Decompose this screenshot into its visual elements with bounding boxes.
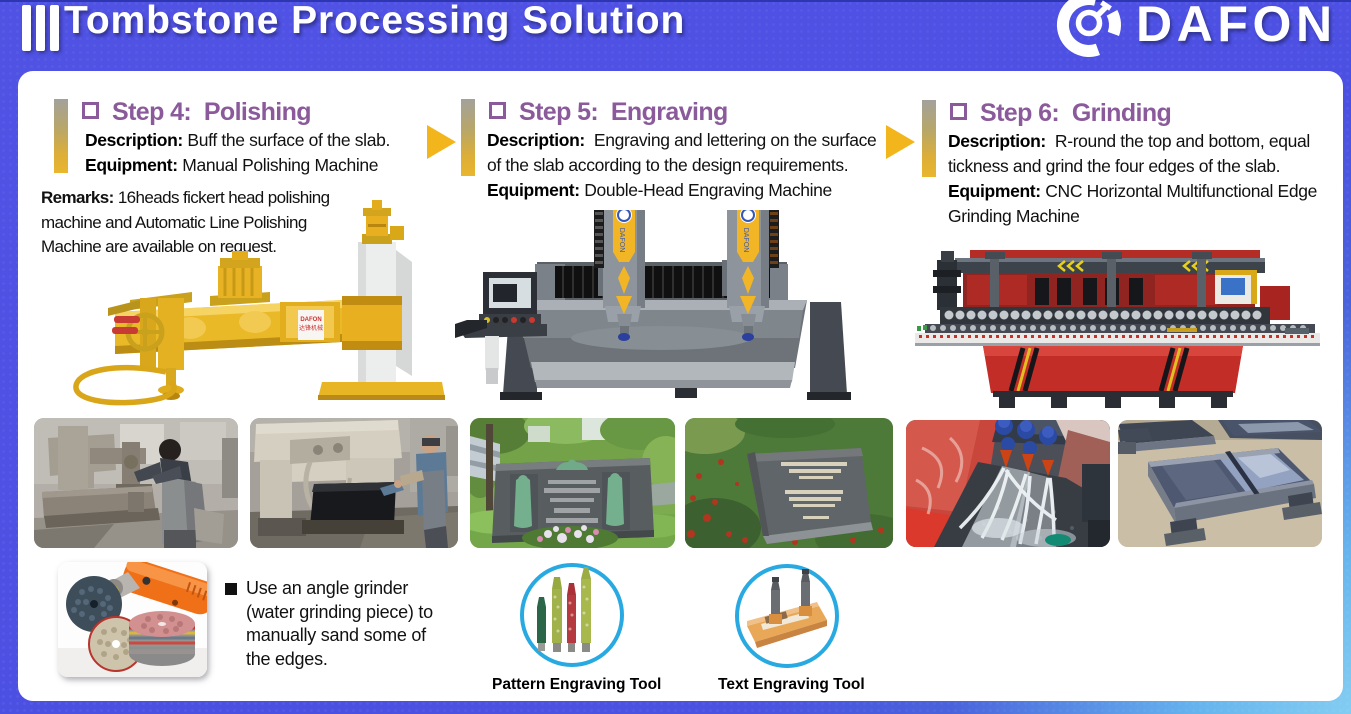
svg-text:DAFON: DAFON bbox=[742, 228, 749, 253]
svg-text:达锋机械: 达锋机械 bbox=[299, 324, 323, 332]
svg-text:DAFON: DAFON bbox=[618, 228, 625, 253]
svg-text:DAFON: DAFON bbox=[300, 317, 321, 323]
